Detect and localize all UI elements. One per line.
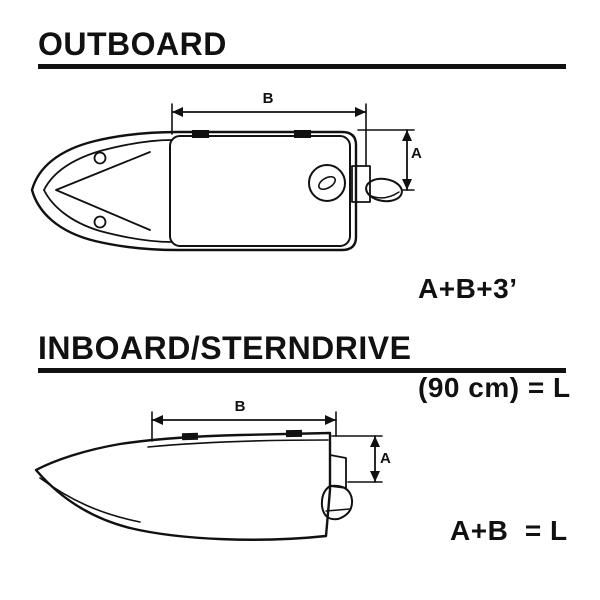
dimension-a-label: A xyxy=(380,450,391,467)
stern-cleat xyxy=(285,429,303,438)
gunwale-line xyxy=(147,439,329,448)
motor-transom-bracket xyxy=(351,165,371,203)
outdrive-detail-line xyxy=(325,508,351,512)
cockpit-outline xyxy=(169,135,351,247)
hull-outline xyxy=(34,431,332,541)
bow-hatch-circle-bottom xyxy=(93,215,107,229)
bow-cleat xyxy=(192,130,209,138)
bow-cleat xyxy=(181,432,199,441)
chine-line xyxy=(39,477,141,523)
motor-cowl xyxy=(308,164,346,202)
down-arrowhead-icon xyxy=(370,471,380,482)
dimension-b-label: B xyxy=(263,90,274,107)
stern-cleat xyxy=(294,130,311,138)
outboard-motor-pod xyxy=(365,177,403,203)
outboard-length-formula: A+B+3’ (90 cm) = L xyxy=(418,206,571,470)
left-arrowhead-icon xyxy=(152,415,163,425)
inboard-section-title: INBOARD/STERNDRIVE xyxy=(38,330,412,366)
outboard-formula-line-1: A+B+3’ xyxy=(418,273,518,304)
outboard-formula-line-2: (90 cm) = L xyxy=(418,372,571,403)
inboard-dimension-b: B xyxy=(151,398,337,442)
left-arrowhead-icon xyxy=(172,107,183,117)
inner-gunwale-top xyxy=(43,139,173,191)
outboard-section-title: OUTBOARD xyxy=(38,26,227,62)
right-arrowhead-icon xyxy=(355,107,366,117)
up-arrowhead-icon xyxy=(402,130,412,141)
hull-outline xyxy=(30,130,358,252)
inboard-section-divider xyxy=(38,368,566,373)
right-arrowhead-icon xyxy=(325,415,336,425)
up-arrowhead-icon xyxy=(370,436,380,447)
outboard-boat-top-view-illustration xyxy=(30,130,403,252)
down-arrowhead-icon xyxy=(402,179,412,190)
inboard-boat-side-view-illustration xyxy=(34,429,354,541)
outboard-dimension-b: B xyxy=(171,90,367,167)
bow-hatch-circle-top xyxy=(93,151,107,165)
motor-pod-detail xyxy=(368,191,400,199)
sterndrive-outdrive xyxy=(320,484,354,521)
outboard-section-divider xyxy=(38,64,566,69)
dimension-a-label: A xyxy=(411,145,422,162)
inboard-length-formula: A+B = L xyxy=(450,515,568,546)
inboard-dimension-a: A xyxy=(331,435,391,483)
motor-cowl-detail xyxy=(318,175,336,191)
outboard-dimension-a: A xyxy=(357,129,422,191)
sterndrive-bracket xyxy=(329,454,347,489)
foredeck-seam xyxy=(55,151,151,231)
inner-gunwale-bottom xyxy=(43,189,173,243)
dimension-b-label: B xyxy=(235,398,246,415)
